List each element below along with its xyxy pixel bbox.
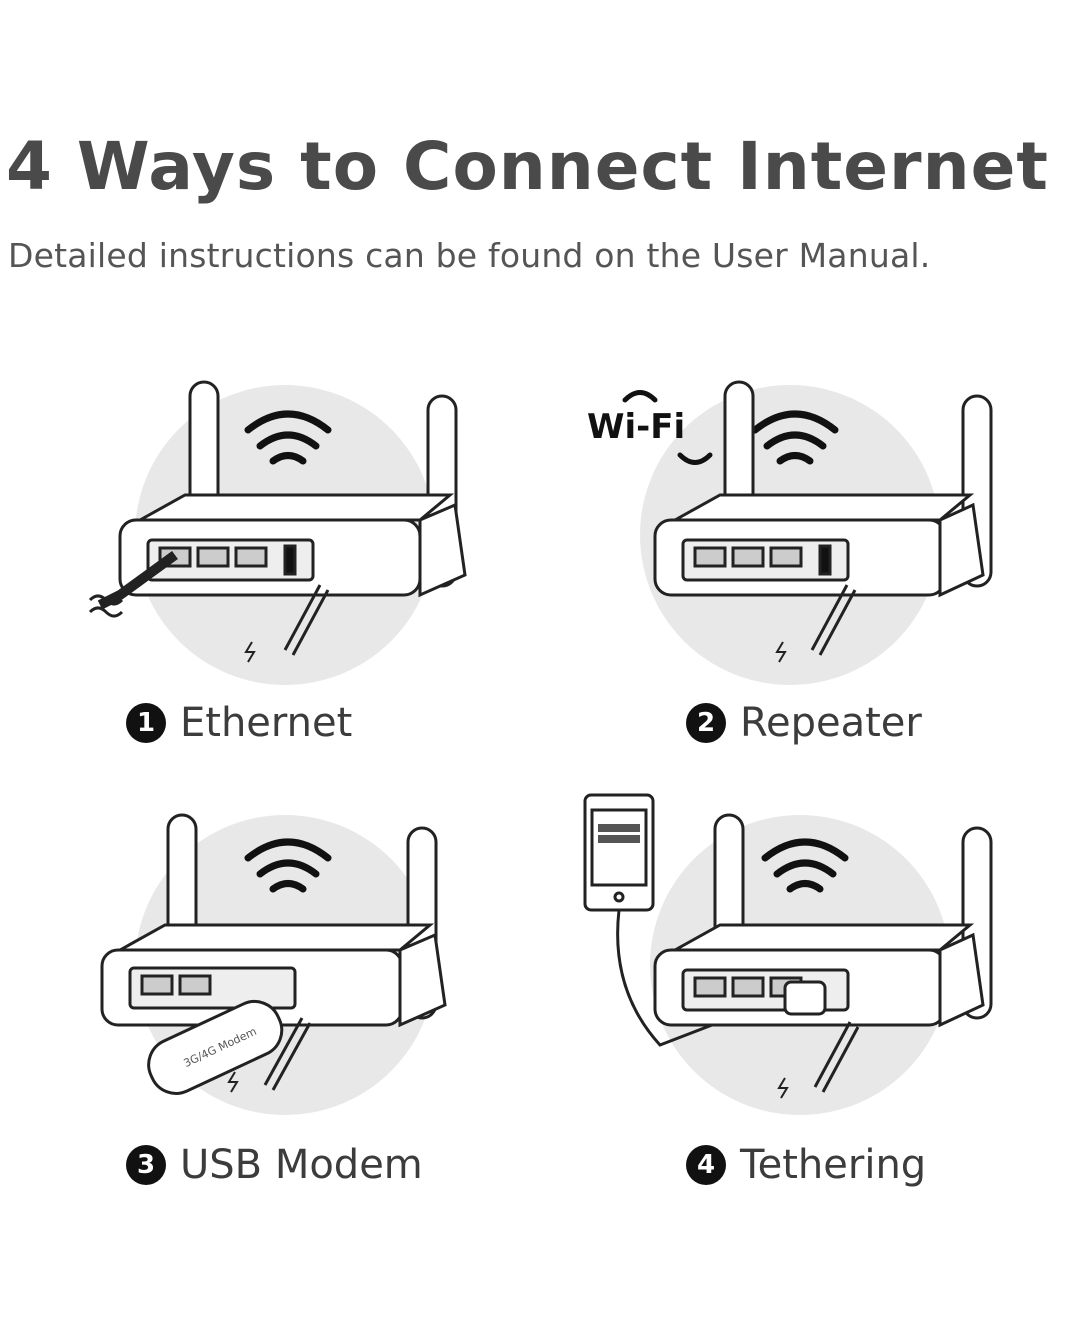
router-icon [100, 813, 447, 1028]
wifi-signal-icon [244, 410, 332, 465]
caption-tethering: 4 Tethering [686, 1142, 926, 1188]
ethernet-cable-icon [88, 550, 178, 618]
power-cable-icon [775, 584, 857, 663]
panel-tethering [580, 790, 1060, 1120]
panel-repeater: Wi-Fi [585, 360, 1065, 690]
method-label: USB Modem [180, 1142, 423, 1188]
power-cable-icon [777, 1021, 860, 1099]
usb-cable-icon [616, 909, 791, 1047]
power-cable-icon [244, 584, 330, 663]
caption-usb-modem: 3 USB Modem [126, 1142, 423, 1188]
wifi-signal-icon [761, 838, 849, 893]
method-label: Tethering [740, 1142, 927, 1188]
wifi-logo: Wi-Fi [587, 390, 713, 465]
step-number-badge: 3 [126, 1145, 166, 1185]
page-subtitle: Detailed instructions can be found on th… [8, 236, 931, 275]
step-number-badge: 1 [126, 703, 166, 743]
router-icon [118, 380, 467, 598]
panel-usb-modem: 3G/4G Modem [70, 800, 550, 1130]
caption-ethernet: 1 Ethernet [126, 700, 352, 746]
page-title: 4 Ways to Connect Internet [6, 128, 1049, 205]
method-label: Repeater [740, 700, 922, 746]
wifi-signal-icon [751, 410, 839, 465]
router-icon [653, 380, 993, 598]
power-cable-icon [227, 1017, 312, 1093]
panel-ethernet [70, 360, 550, 690]
step-number-badge: 4 [686, 1145, 726, 1185]
method-label: Ethernet [180, 700, 353, 746]
wifi-signal-icon [244, 838, 332, 893]
caption-repeater: 2 Repeater [686, 700, 922, 746]
wifi-logo-text: Wi-Fi [587, 407, 685, 447]
step-number-badge: 2 [686, 703, 726, 743]
router-icon [653, 813, 993, 1028]
smartphone-icon [583, 793, 655, 912]
usb-modem-icon: 3G/4G Modem [147, 999, 284, 1095]
